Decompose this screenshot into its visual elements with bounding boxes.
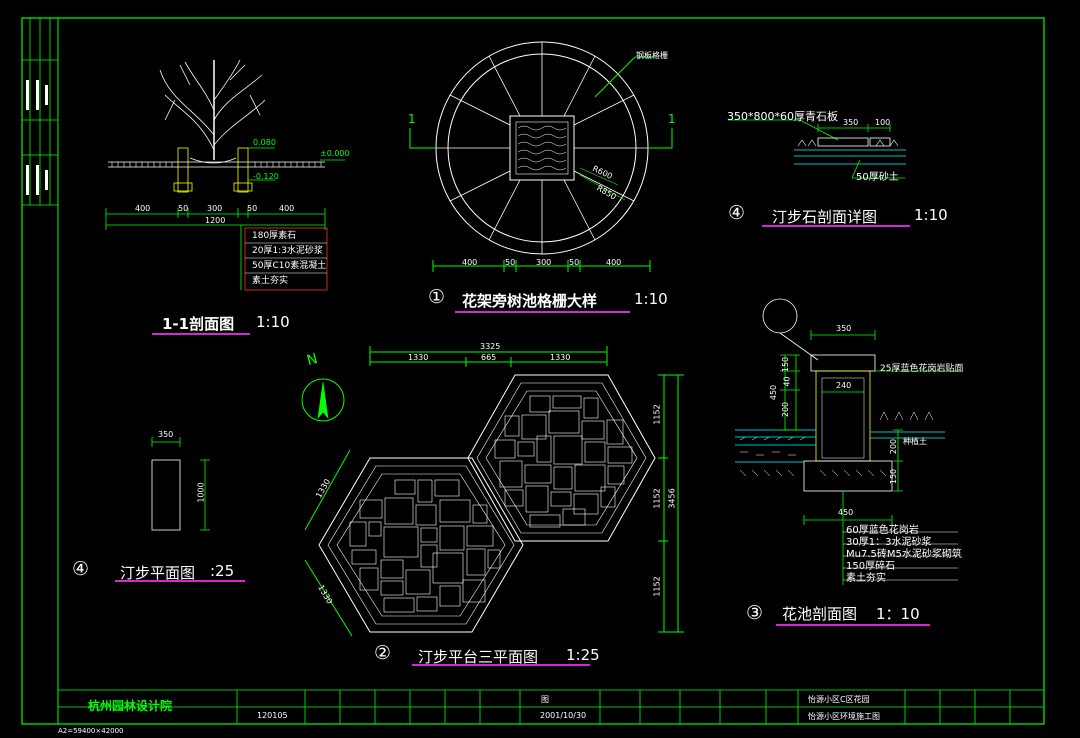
platform-dim-3: 1330 bbox=[550, 353, 571, 362]
planter-cap-note: 25厚蓝色花岗岩贴面 bbox=[880, 364, 964, 374]
stepping-plan-scale: :25 bbox=[210, 562, 235, 580]
tree-grate-dim-5: 400 bbox=[606, 258, 622, 267]
platform-right-dim-2: 1152 bbox=[652, 488, 662, 509]
left-strip-ticks bbox=[26, 80, 48, 195]
platform-dim-1: 1330 bbox=[408, 353, 429, 362]
level-bottom: -0.120 bbox=[253, 172, 279, 181]
tree-grate-plan-drawing bbox=[409, 41, 673, 272]
level-zero: ±0.000 bbox=[320, 149, 350, 158]
planter-right-dim-2: 150 bbox=[889, 468, 899, 485]
stepping-plan-width: 350 bbox=[158, 430, 174, 439]
platform-plan-drawing bbox=[301, 346, 684, 637]
planter-layer-1: 60厚蓝色花岗岩 bbox=[846, 525, 919, 536]
title-block bbox=[58, 689, 1044, 724]
planter-left-dim-1: 150 bbox=[781, 356, 791, 373]
platform-dim-2: 665 bbox=[481, 353, 497, 362]
planter-base-dim: 450 bbox=[838, 508, 854, 517]
level-top: 0.080 bbox=[253, 138, 276, 147]
section-1-1-total: 1200 bbox=[205, 216, 226, 225]
section-1-1-scale: 1:10 bbox=[256, 313, 290, 331]
tree-grate-dim-3: 300 bbox=[536, 258, 552, 267]
platform-total-width: 3325 bbox=[480, 342, 501, 351]
planter-soil: 种植土 bbox=[903, 437, 927, 446]
planter-layer-2: 30厚1：3水泥砂浆 bbox=[846, 537, 932, 548]
stepping-stone-spec: 350*800*60厚青石板 bbox=[727, 110, 838, 123]
section-1-1-layer-4: 素土夯实 bbox=[252, 276, 289, 286]
stepping-stone-dim-1: 350 bbox=[843, 118, 859, 127]
planter-title: 花池剖面图 bbox=[782, 605, 858, 623]
stepping-plan-drawing bbox=[151, 437, 210, 531]
stepping-stone-dim-2: 100 bbox=[875, 118, 891, 127]
planter-layer-4: 150厚碎石 bbox=[846, 561, 896, 572]
tree-grate-scale: 1:10 bbox=[634, 290, 668, 308]
planter-section-drawing bbox=[735, 298, 960, 585]
tree-grate-dim-1: 400 bbox=[462, 258, 478, 267]
tree-grate-number: ① bbox=[428, 286, 446, 308]
planter-number: ③ bbox=[746, 602, 764, 624]
tree-grate-dim-2: 50 bbox=[505, 258, 516, 267]
planter-left-dim-3: 200 bbox=[781, 401, 791, 418]
planter-left-dim-4: 450 bbox=[769, 384, 779, 401]
planter-layer-3: Mu7.5砖M5水泥砂浆砌筑 bbox=[846, 549, 962, 560]
section-1-1-layer-2: 20厚1:3水泥砂浆 bbox=[252, 246, 323, 256]
stepping-plan-length: 1000 bbox=[196, 482, 206, 503]
title-block-date: 2001/10/30 bbox=[540, 711, 587, 720]
section-1-1-layer-3: 50厚C10素混凝土 bbox=[252, 261, 327, 271]
title-block-drawing-no: 120105 bbox=[257, 711, 288, 720]
section-mark-right: 1 bbox=[668, 112, 676, 126]
stepping-stone-sand: 50厚砂土 bbox=[856, 172, 899, 183]
section-1-1-title: 1-1剖面图 bbox=[162, 315, 235, 333]
title-block-company: 杭州园林设计院 bbox=[88, 699, 173, 713]
section-1-1-dim-5: 400 bbox=[279, 204, 295, 213]
tree-grate-label: 钢板格栅 bbox=[636, 51, 668, 60]
platform-right-dim-1: 1152 bbox=[652, 404, 662, 425]
inner-border bbox=[57, 17, 1045, 725]
title-block-sheet: 图 bbox=[541, 695, 549, 704]
title-block-project: 怡源小区C区花园 bbox=[808, 695, 870, 704]
planter-left-dim-2: 40 bbox=[782, 376, 792, 387]
section-mark-left: 1 bbox=[408, 112, 416, 126]
tree-grate-dim-4: 50 bbox=[569, 258, 580, 267]
section-1-1-dim-2: 50 bbox=[178, 204, 189, 213]
paper-size: A2=59400×42000 bbox=[58, 727, 124, 735]
stepping-stone-number: ④ bbox=[728, 202, 746, 224]
planter-top-dim: 350 bbox=[836, 324, 852, 333]
platform-right-total: 3456 bbox=[667, 488, 677, 509]
stepping-stone-title: 汀步石剖面详图 bbox=[772, 208, 878, 226]
planter-scale: 1：10 bbox=[876, 605, 920, 623]
planter-layer-5: 素土夯实 bbox=[846, 573, 886, 584]
left-title-strip bbox=[22, 18, 58, 206]
section-1-1-layer-1: 180厚素石 bbox=[252, 231, 297, 241]
section-1-1-drawing bbox=[105, 59, 345, 291]
section-1-1-dim-3: 300 bbox=[207, 204, 223, 213]
stepping-stone-scale: 1:10 bbox=[914, 206, 948, 224]
platform-plan-scale: 1:25 bbox=[566, 646, 600, 664]
section-1-1-dim-1: 400 bbox=[135, 204, 151, 213]
section-1-1-dim-4: 50 bbox=[247, 204, 258, 213]
platform-plan-title: 汀步平台三平面图 bbox=[418, 648, 539, 666]
platform-plan-number: ② bbox=[374, 642, 392, 664]
stepping-stone-section-drawing bbox=[728, 119, 906, 179]
planter-right-dim-1: 200 bbox=[889, 438, 899, 455]
platform-right-dim-3: 1152 bbox=[652, 576, 662, 597]
planter-inner-dim: 240 bbox=[836, 381, 852, 390]
tree-grate-title: 花架旁树池格栅大样 bbox=[462, 292, 598, 310]
title-block-sheet-name: 怡源小区环境施工图 bbox=[808, 712, 880, 721]
title-underlines bbox=[115, 225, 930, 666]
stepping-plan-number: ④ bbox=[72, 558, 90, 580]
stepping-plan-title: 汀步平面图 bbox=[120, 564, 196, 582]
